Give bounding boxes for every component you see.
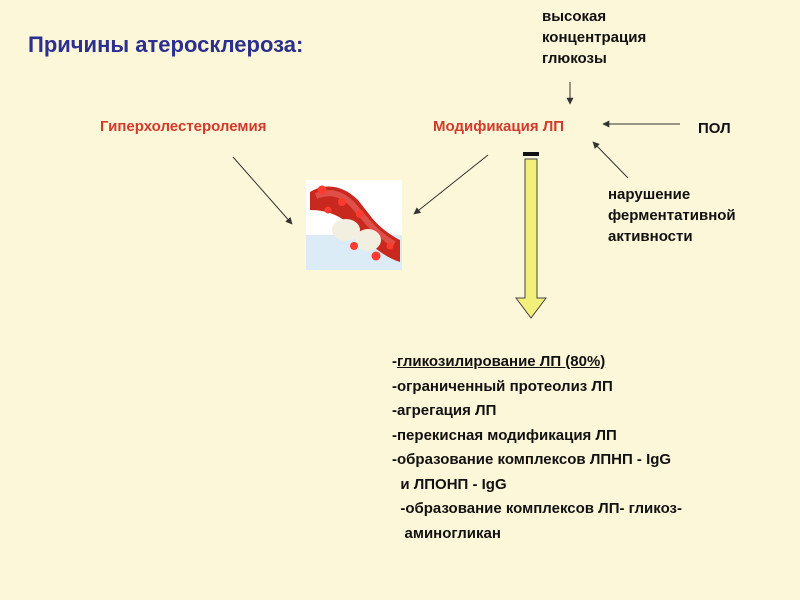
node-lp-modification: Модификация ЛП	[433, 118, 565, 135]
slide-title: Причины атеросклероза:	[28, 32, 304, 57]
arrow-modification-to-artery	[413, 154, 489, 215]
node-pol: ПОЛ	[698, 120, 731, 137]
effect-item-2: -агрегация ЛП	[392, 402, 497, 419]
arrow-enzyme-to-modification	[592, 141, 629, 179]
effect-item-7: аминогликан	[392, 524, 501, 542]
arrow-hyperchol-to-artery	[232, 156, 293, 225]
effect-item-3: -перекисная модификация ЛП	[392, 426, 617, 444]
glucose-line-2: концентрация	[542, 29, 647, 46]
node-hypercholesterolemia: Гиперхолестеролемия	[100, 118, 267, 135]
effects-list: -гликозилирование ЛП (80%) -ограниченный…	[392, 350, 792, 546]
effect-item-4: -образование комплексов ЛПНП - IgG	[392, 451, 672, 468]
effect-item-0: -гликозилирование ЛП (80%)	[392, 353, 606, 370]
effect-item-5: и ЛПОНП - IgG	[392, 475, 507, 493]
block-arrow-cap	[523, 152, 539, 156]
effect-item-1: -ограниченный протеолиз ЛП	[392, 377, 613, 395]
node-enzyme: нарушение ферментативной активности	[608, 184, 736, 247]
effect-item-6: -образование комплексов ЛП- гликоз-	[392, 500, 682, 517]
glucose-line-1: высокая	[542, 8, 607, 25]
glucose-line-3: глюкозы	[542, 50, 607, 67]
block-arrow-down	[515, 158, 547, 319]
enzyme-line-3: активности	[608, 228, 693, 245]
enzyme-line-1: нарушение	[608, 186, 691, 203]
artery-illustration	[306, 180, 402, 270]
node-glucose: высокая концентрация глюкозы	[542, 6, 646, 69]
enzyme-line-2: ферментативной	[608, 207, 736, 224]
